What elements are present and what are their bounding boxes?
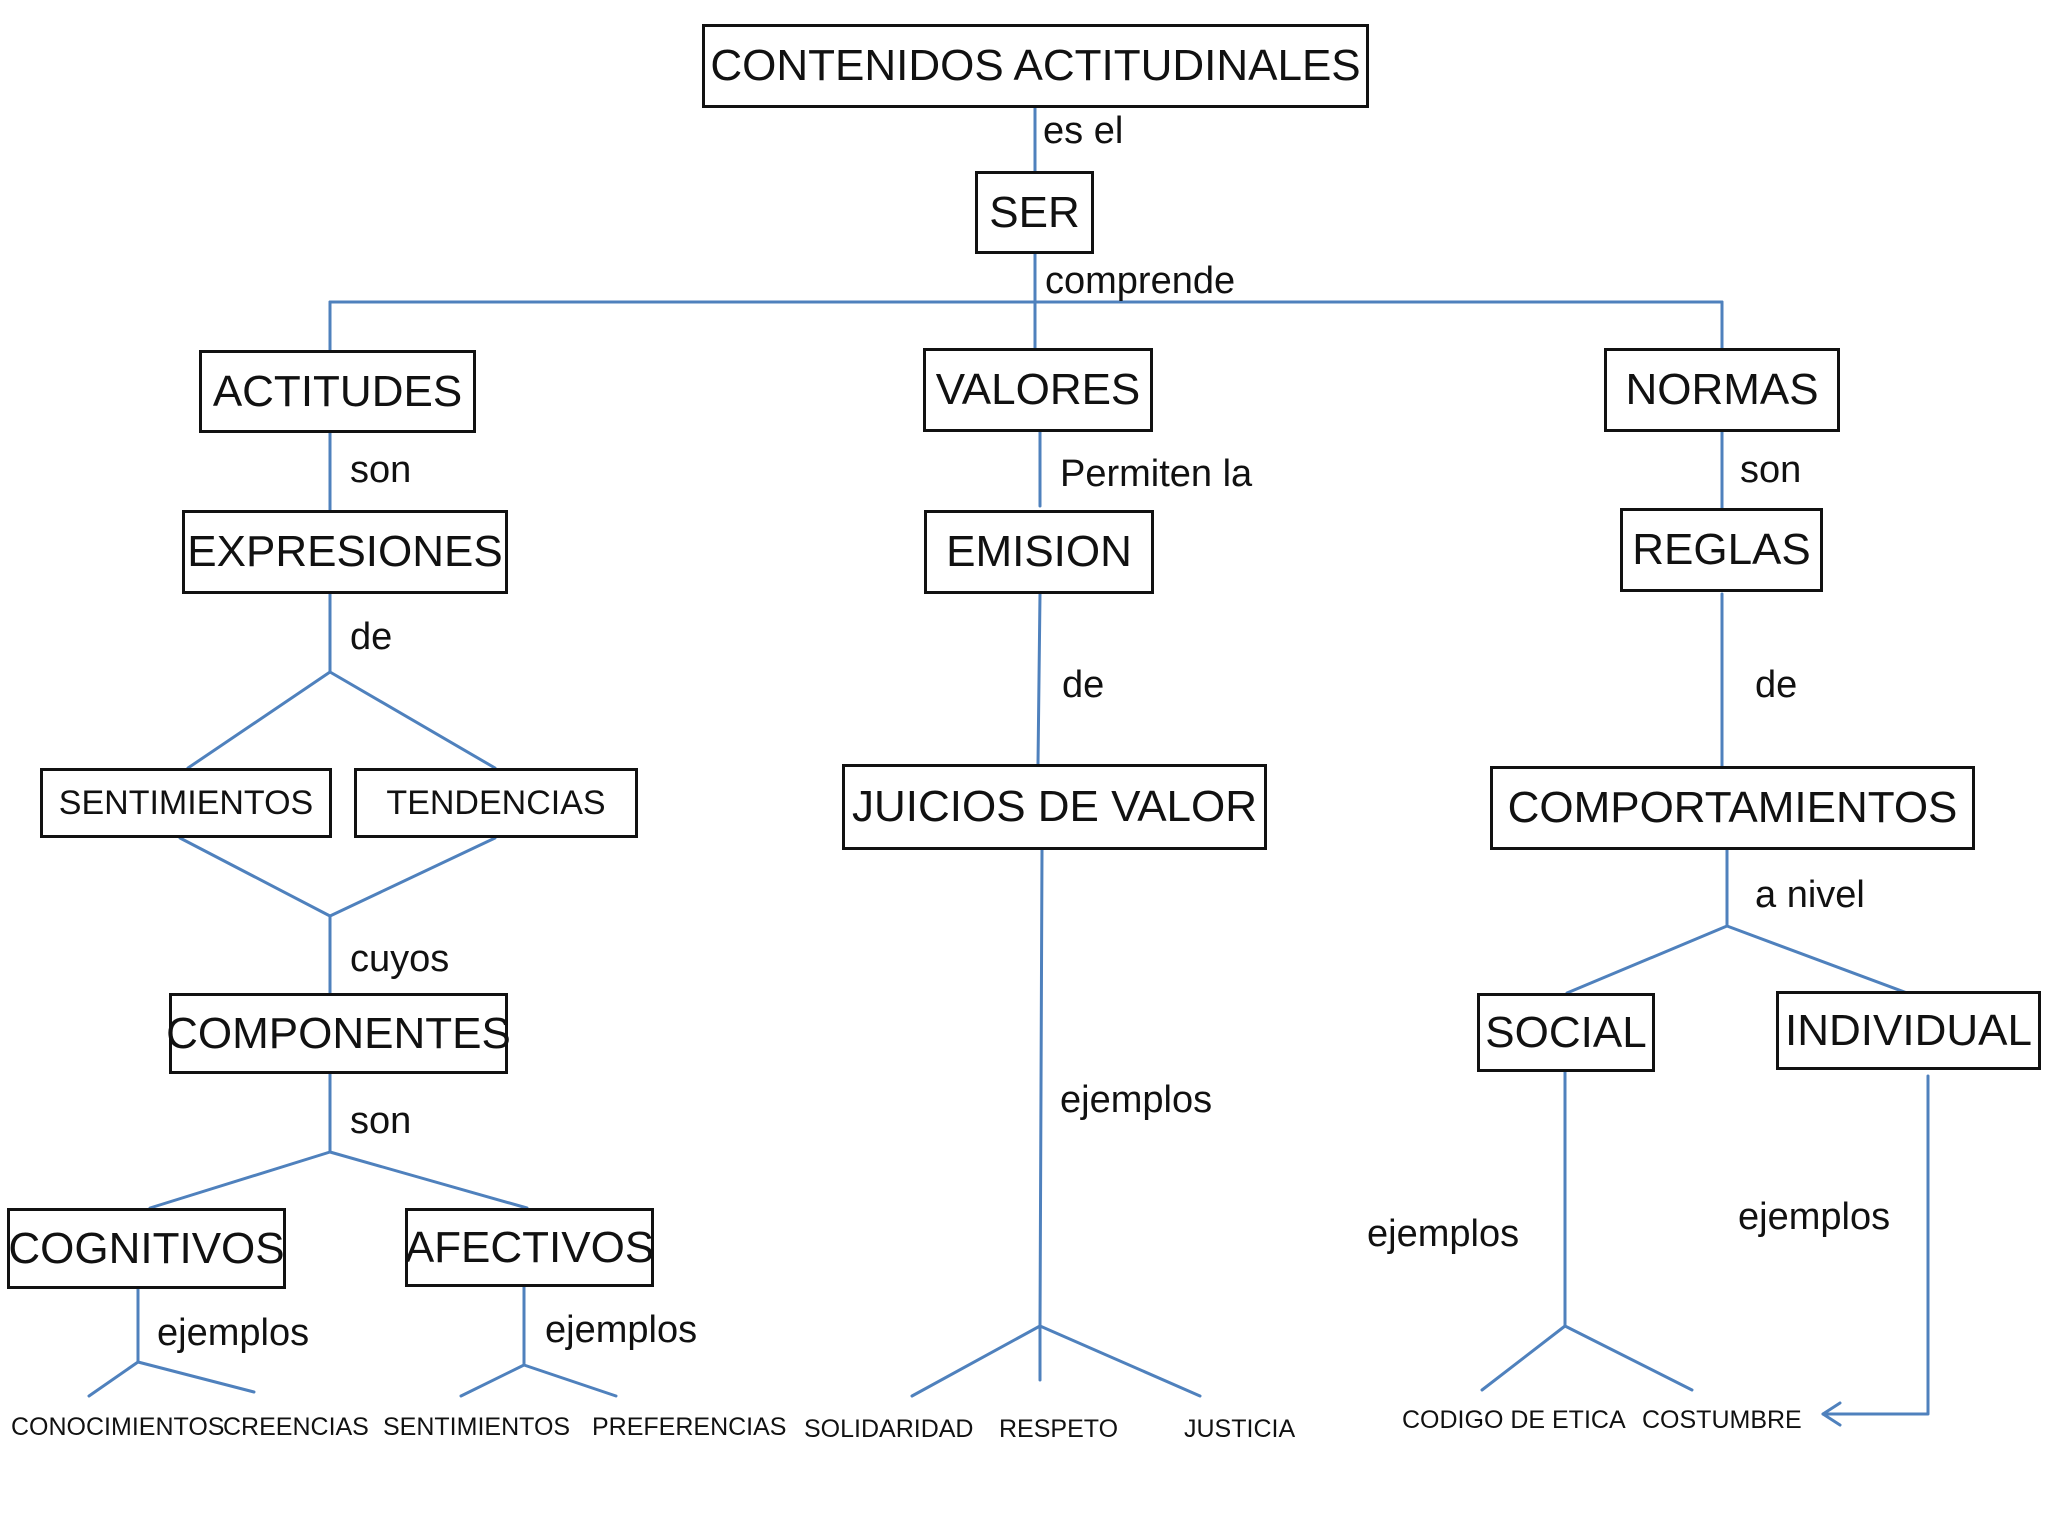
node-social: SOCIAL (1477, 993, 1655, 1072)
node-sentimientos: SENTIMIENTOS (40, 768, 332, 838)
line-juicios-right (1038, 1324, 1202, 1398)
line-tendencias-join (328, 836, 497, 918)
node-comportamientos: COMPORTAMIENTOS (1490, 766, 1975, 850)
line-split-tendencias (328, 670, 497, 770)
node-individual: INDIVIDUAL (1776, 991, 2041, 1070)
line-split-sentimientos (186, 670, 332, 770)
line-cognitivos-right (136, 1360, 256, 1394)
line-split-cognitivos (148, 1150, 332, 1210)
connector-es-el: es el (1043, 110, 1124, 152)
connector-de-reglas: de (1755, 664, 1798, 706)
example-creencias: CREENCIAS (223, 1413, 369, 1441)
example-costumbre: COSTUMBRE (1642, 1406, 1802, 1434)
connector-ejemplos-individual: ejemplos (1738, 1196, 1891, 1238)
node-expresiones: EXPRESIONES (182, 510, 508, 594)
connector-ejemplos-valor: ejemplos (1060, 1079, 1213, 1121)
node-actitudes: ACTITUDES (199, 350, 476, 433)
line-individual-arrow (1821, 1074, 1930, 1416)
node-root: CONTENIDOS ACTITUDINALES (702, 24, 1369, 108)
node-cognitivos: COGNITIVOS (7, 1208, 286, 1289)
example-justicia: JUSTICIA (1184, 1415, 1296, 1443)
node-tendencias: TENDENCIAS (354, 768, 638, 838)
node-valores: VALORES (923, 348, 1153, 432)
connector-a-nivel: a nivel (1755, 874, 1865, 916)
line-sentimientos-join (178, 836, 332, 918)
line-social-right (1563, 1324, 1694, 1392)
example-respeto: RESPETO (999, 1415, 1119, 1443)
example-solidaridad: SOLIDARIDAD (804, 1415, 974, 1443)
connector-ejemplos-social: ejemplos (1367, 1213, 1520, 1255)
node-emision: EMISION (924, 510, 1154, 594)
connector-de-emision: de (1062, 664, 1105, 706)
line-juicios-stem (1038, 848, 1044, 1328)
line-afectivos-right (522, 1363, 618, 1398)
connector-son-actitudes: son (350, 449, 412, 491)
example-codigo-de-etica: CODIGO DE ETICA (1402, 1406, 1626, 1434)
node-reglas: REGLAS (1620, 508, 1823, 592)
example-conocimientos: CONOCIMIENTOS (11, 1413, 225, 1441)
node-componentes: COMPONENTES (166, 993, 511, 1074)
line-split-afectivos (328, 1150, 529, 1210)
example-sentimientos: SENTIMIENTOS (383, 1413, 571, 1441)
example-preferencias: PREFERENCIAS (592, 1413, 787, 1441)
line-split-social (1565, 924, 1729, 995)
line-afectivos-left (459, 1363, 526, 1398)
line-juicios-left (910, 1324, 1042, 1398)
line-cognitivos-left (87, 1360, 140, 1398)
connector-permiten-la: Permiten la (1060, 453, 1253, 495)
connector-comprende: comprende (1045, 260, 1236, 302)
connector-ejemplos-cognitivos: ejemplos (157, 1312, 310, 1354)
node-ser: SER (975, 171, 1094, 254)
node-normas: NORMAS (1604, 348, 1840, 432)
node-juicios-de-valor: JUICIOS DE VALOR (842, 764, 1267, 850)
connector-ejemplos-afectivos: ejemplos (545, 1309, 698, 1351)
arrowhead-icon (1821, 1401, 1842, 1427)
connector-cuyos: cuyos (350, 938, 450, 980)
line-social-left (1480, 1324, 1567, 1392)
connector-son-componentes: son (350, 1100, 412, 1142)
connector-son-normas: son (1740, 449, 1802, 491)
line-emision-juicios (1036, 592, 1042, 766)
connector-de-expresiones: de (350, 616, 393, 658)
line-split-individual (1725, 924, 1909, 995)
node-afectivos: AFECTIVOS (405, 1208, 654, 1287)
